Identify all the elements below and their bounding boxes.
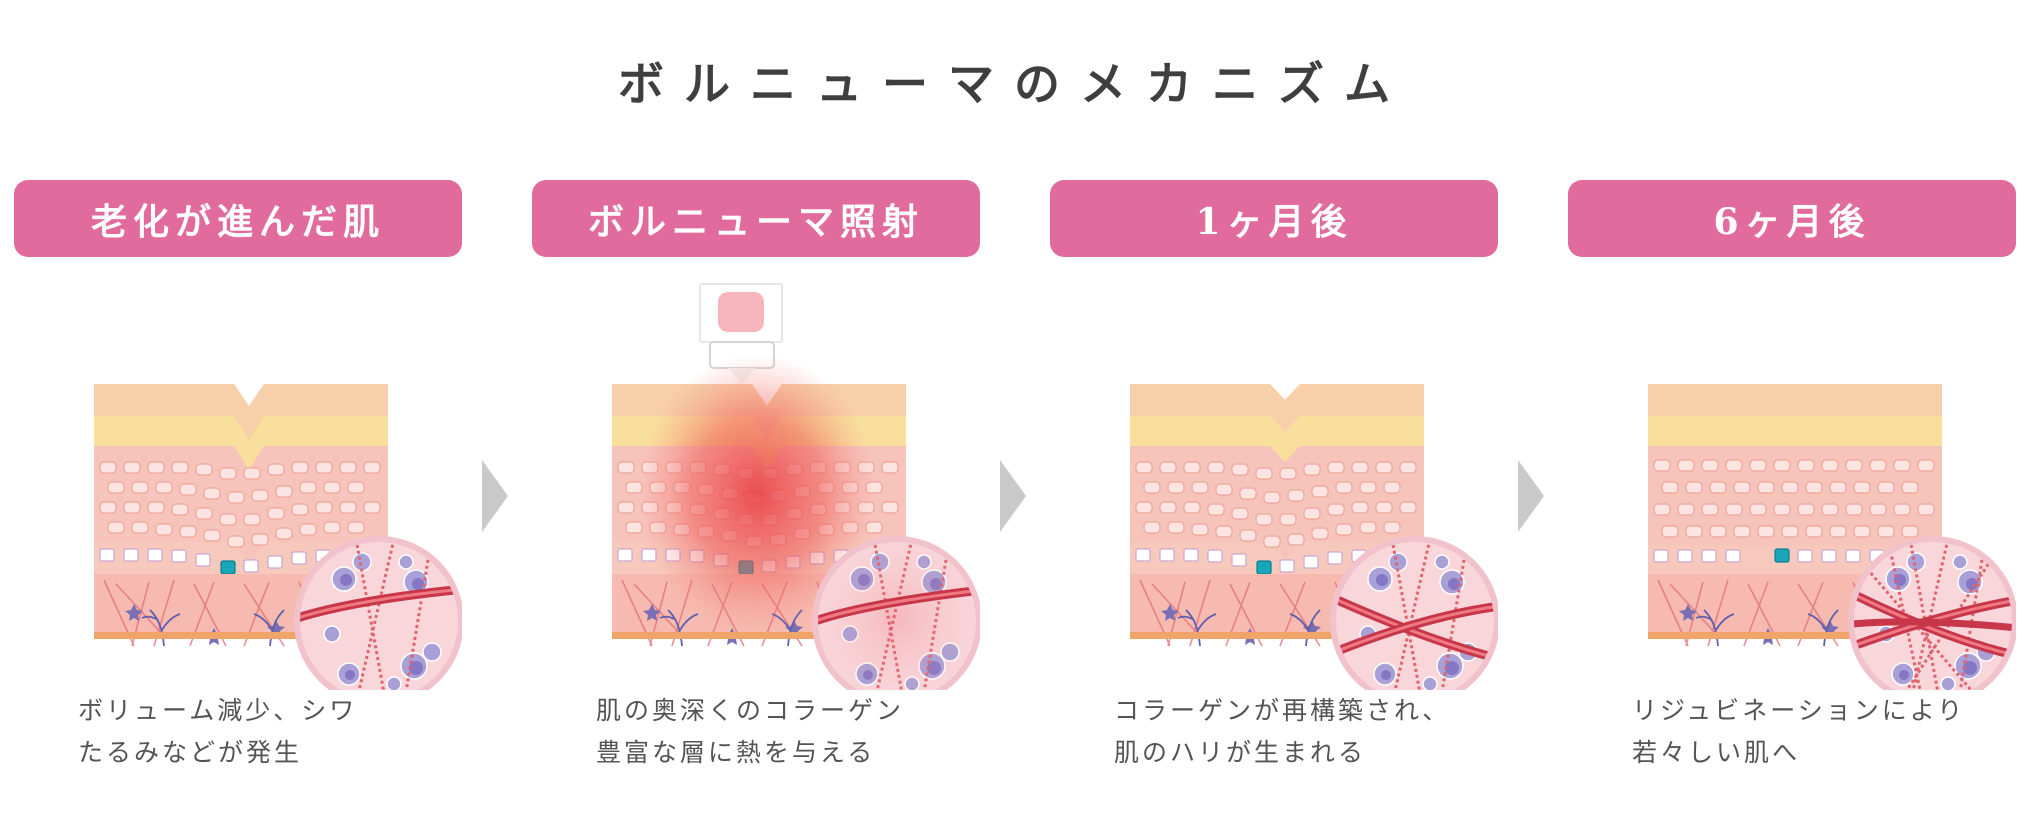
desc-line: コラーゲンが再構築され、 — [1114, 696, 1451, 725]
aged-skin-illustration — [94, 384, 462, 690]
chevron-right-icon — [1000, 460, 1026, 532]
chevron-right-icon — [482, 460, 508, 532]
step-one-month: 1ヶ月後 コラーゲンが再構築され、 肌のハリが生まれる — [1050, 0, 1498, 816]
desc-line: 豊富な層に熱を与える — [596, 738, 876, 767]
step-label: 老化が進んだ肌 — [14, 180, 462, 257]
step-six-months: 6ヶ月後 — [1568, 0, 2016, 816]
step-description: リジュビネーションにより 若々しい肌へ — [1632, 690, 2012, 774]
desc-line: たるみなどが発生 — [78, 738, 303, 767]
irradiation-illustration — [612, 283, 980, 690]
desc-line: 若々しい肌へ — [1632, 738, 1801, 767]
desc-line: リジュビネーションにより — [1632, 696, 1966, 725]
step-label: 1ヶ月後 — [1050, 180, 1498, 257]
desc-line: 肌の奥深くのコラーゲン — [596, 696, 905, 725]
step-description: ボリューム減少、シワ たるみなどが発生 — [78, 690, 458, 774]
step-description: 肌の奥深くのコラーゲン 豊富な層に熱を与える — [596, 690, 976, 774]
step-irradiation: ボルニューマ照射 肌の — [532, 0, 980, 816]
step-aged-skin: 老化が進んだ肌 ボリューム減少、シワ たるみなどが発生 — [14, 0, 462, 816]
step-description: コラーゲンが再構築され、 肌のハリが生まれる — [1114, 690, 1494, 774]
desc-line: 肌のハリが生まれる — [1114, 738, 1367, 767]
step-label: 6ヶ月後 — [1568, 180, 2016, 257]
magnifier-circle-icon — [294, 536, 462, 690]
six-month-illustration — [1648, 384, 2016, 690]
page-title: ボルニューマのメカニズム — [618, 57, 1410, 111]
one-month-illustration — [1130, 384, 1498, 690]
chevron-right-icon — [1518, 460, 1544, 532]
desc-line: ボリューム減少、シワ — [78, 696, 358, 725]
step-label: ボルニューマ照射 — [532, 180, 980, 257]
